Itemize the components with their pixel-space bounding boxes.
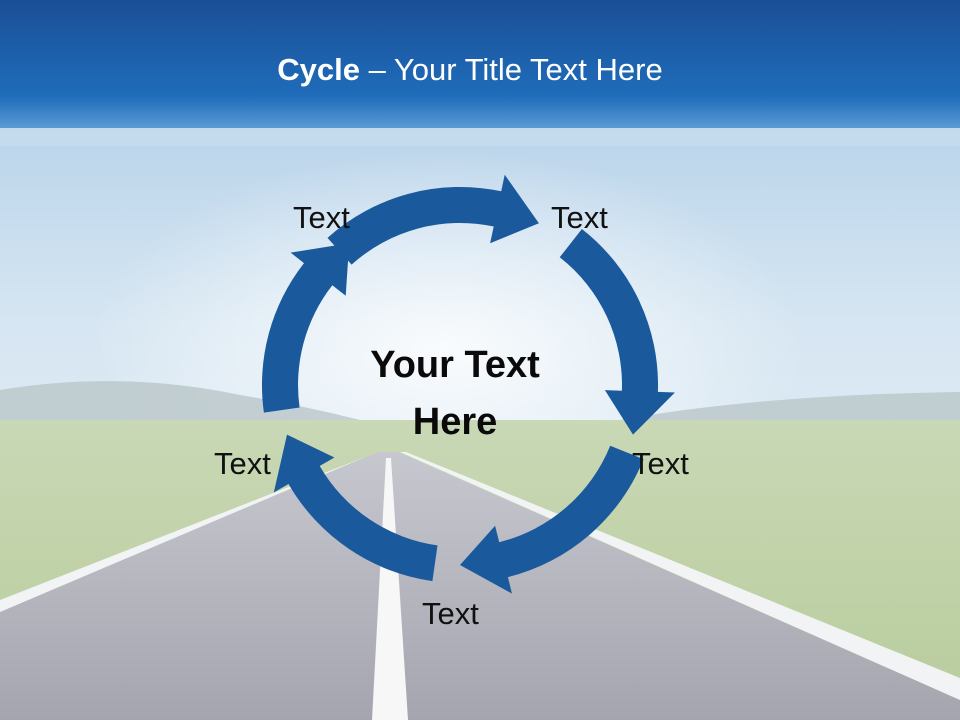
arrow-top [327, 174, 539, 265]
center-text: Your Text Here [330, 337, 580, 451]
slide-title: Cycle – Your Title Text Here [0, 52, 940, 88]
arrow-left [261, 243, 350, 413]
title-rest: – Your Title Text Here [360, 52, 663, 87]
arrow-upper-right [559, 229, 675, 435]
node-label-top-right: Text [551, 200, 608, 235]
node-label-bottom: Text [422, 596, 479, 631]
node-label-top-left: Text [293, 200, 350, 235]
node-label-left: Text [214, 446, 271, 481]
center-text-line1: Your Text [370, 344, 540, 386]
arrow-lower-right [460, 445, 644, 594]
center-text-line2: Here [412, 401, 498, 443]
arrow-bottom [273, 434, 438, 582]
node-label-right: Text [632, 446, 689, 481]
title-bold: Cycle [277, 52, 360, 87]
